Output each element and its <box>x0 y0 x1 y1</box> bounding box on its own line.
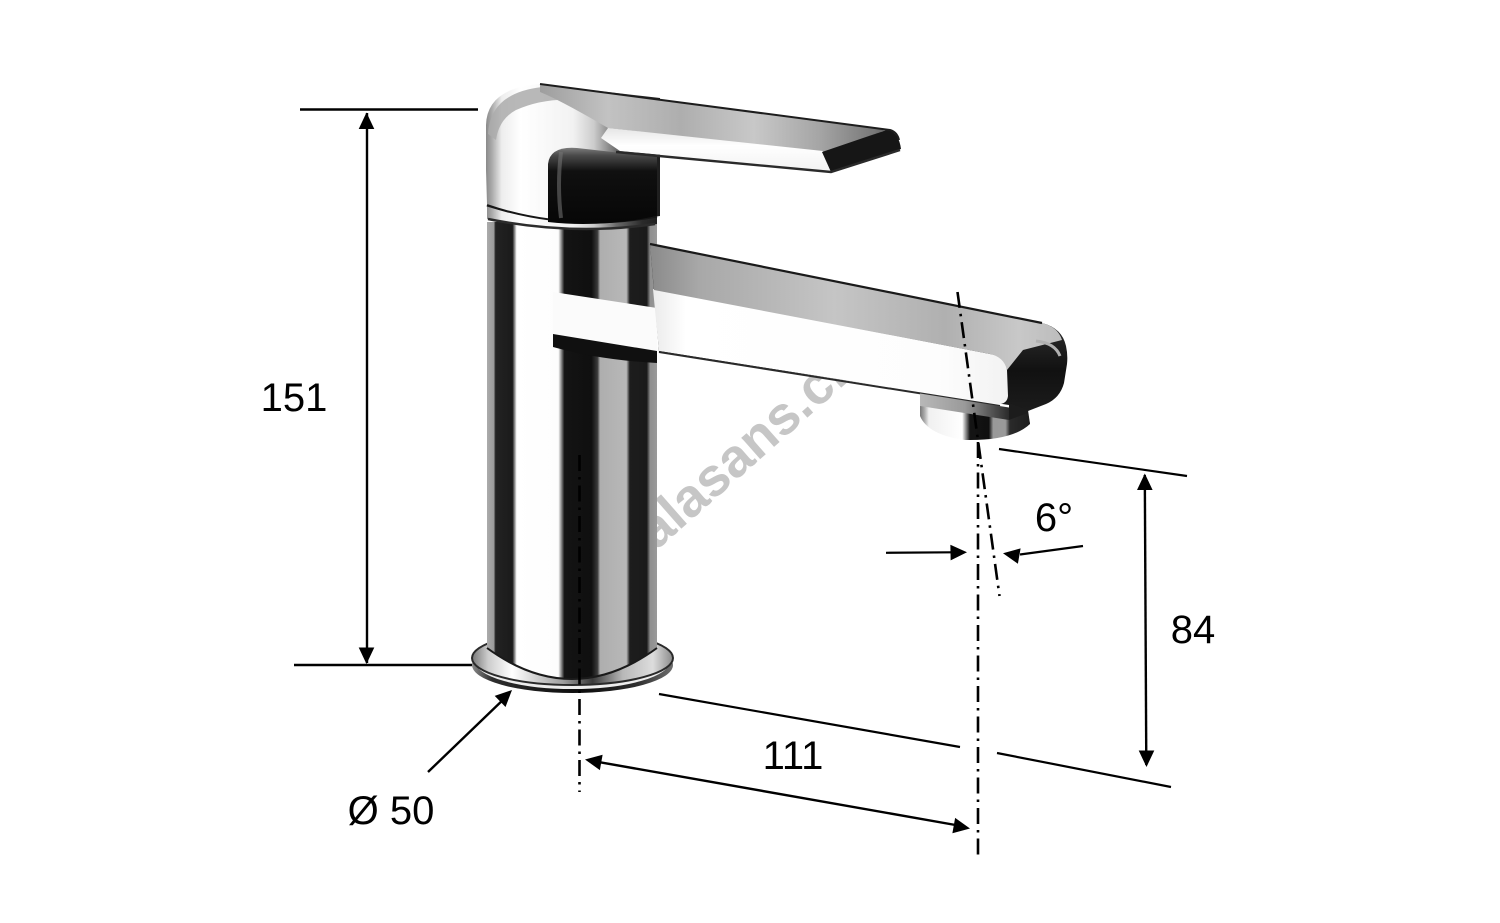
svg-text:111: 111 <box>763 734 824 778</box>
svg-text:151: 151 <box>261 376 328 420</box>
svg-text:6°: 6° <box>1035 496 1073 540</box>
svg-text:Ø 50: Ø 50 <box>348 789 435 833</box>
svg-text:84: 84 <box>1171 608 1216 652</box>
